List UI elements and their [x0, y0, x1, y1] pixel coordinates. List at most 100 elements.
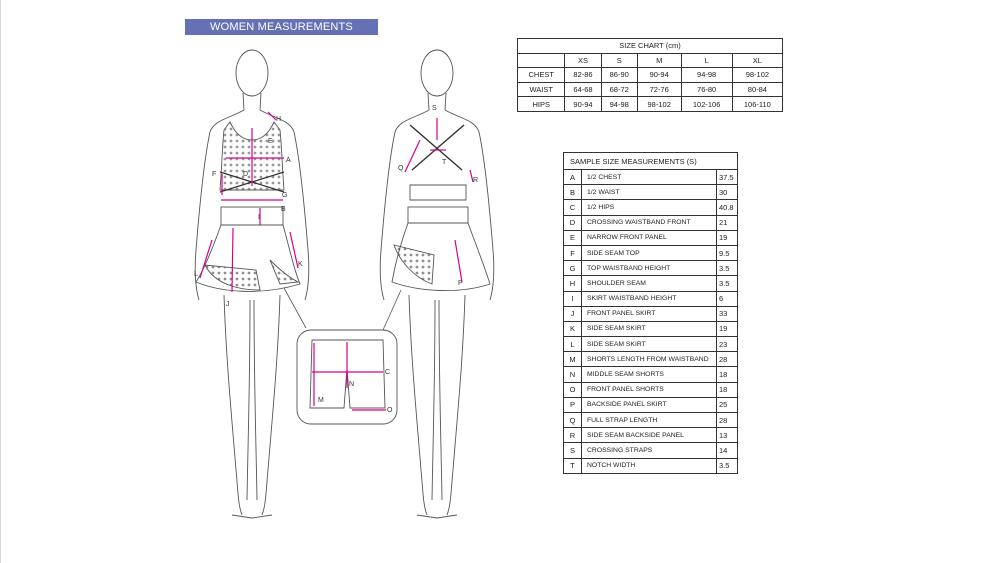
measure-name: CROSSING STRAPS: [581, 442, 717, 459]
measure-value: 19: [716, 229, 738, 246]
measure-letter: E: [563, 229, 582, 246]
svg-text:A: A: [286, 157, 291, 164]
measure-value: 18: [716, 381, 738, 398]
measure-letter: O: [563, 381, 582, 398]
measure-name: CROSSING WAISTBAND FRONT: [581, 214, 717, 231]
table-cell: 68-72: [600, 81, 638, 98]
measure-value: 23: [716, 336, 738, 353]
table-cell: 94-98: [680, 67, 733, 83]
measure-name: FRONT PANEL SKIRT: [581, 305, 717, 322]
measure-name: SHOULDER SEAM: [581, 275, 717, 292]
measure-letter: I: [563, 290, 582, 307]
table-row: WAIST 64-68 68-72 72-76 76-80 80-84: [516, 81, 784, 98]
measure-letter: S: [563, 442, 582, 459]
size-header: XL: [731, 52, 784, 69]
size-header: S: [600, 52, 638, 69]
table-cell: 90-94: [636, 67, 682, 83]
svg-text:E: E: [268, 138, 273, 145]
measure-letter: R: [563, 427, 582, 444]
table-cell: 76-80: [680, 81, 733, 98]
measure-letter: N: [563, 366, 582, 383]
measure-name: 1/2 CHEST: [581, 168, 717, 186]
measure-name: SIDE SEAM BACKSIDE PANEL: [581, 427, 717, 444]
measure-letter: T: [563, 457, 582, 474]
measure-letter: Q: [563, 411, 582, 429]
row-label: WAIST: [516, 81, 566, 98]
svg-text:L: L: [194, 271, 198, 278]
table-cell: 80-84: [731, 81, 784, 98]
front-measure-lines: [199, 111, 299, 293]
svg-text:F: F: [212, 171, 216, 178]
measure-value: 3.5: [716, 275, 738, 292]
measure-value: 28: [716, 411, 738, 429]
table-cell: 94-98: [600, 96, 638, 112]
svg-text:D: D: [243, 171, 248, 178]
measure-letter: F: [563, 244, 582, 262]
page-title: WOMEN MEASUREMENTS: [185, 19, 378, 35]
measure-name: TOP WAISTBAND HEIGHT: [581, 260, 717, 277]
measure-letter: J: [563, 305, 582, 322]
sample-table-caption: SAMPLE SIZE MEASUREMENTS (S): [563, 152, 738, 170]
empty-corner-cell: [516, 52, 566, 69]
row-label: HIPS: [516, 96, 566, 112]
back-figure: [379, 49, 495, 519]
front-measure-labels: H E A F D G B I J K L: [194, 116, 303, 308]
table-cell: 98-102: [731, 67, 784, 83]
measure-value: 33: [716, 305, 738, 322]
measure-value: 21: [716, 214, 738, 231]
measure-letter: D: [563, 214, 582, 231]
back-measure-lines: [404, 118, 474, 283]
measure-name: SIDE SEAM TOP: [581, 244, 717, 262]
row-label: CHEST: [516, 67, 566, 83]
table-cell: 86-90: [600, 67, 638, 83]
size-header-row: XS S M L XL: [516, 52, 784, 69]
measure-name: NARROW FRONT PANEL: [581, 229, 717, 246]
table-cell: 82-86: [564, 67, 602, 83]
measure-name: 1/2 WAIST: [581, 184, 717, 201]
table-cell: 102-106: [680, 96, 733, 112]
measure-name: SKIRT WAISTBAND HEIGHT: [581, 290, 717, 307]
svg-text:B: B: [281, 206, 286, 213]
measure-value: 18: [716, 366, 738, 383]
measure-name: FRONT PANEL SHORTS: [581, 381, 717, 398]
measure-name: SIDE SEAM SKIRT: [581, 320, 717, 338]
svg-text:K: K: [298, 261, 303, 268]
measure-name: SIDE SEAM SKIRT: [581, 336, 717, 353]
measure-value: 37.5: [716, 168, 738, 186]
measure-value: 30: [716, 184, 738, 201]
measure-letter: C: [563, 199, 582, 216]
measure-value: 14: [716, 442, 738, 459]
svg-text:O: O: [387, 407, 393, 414]
size-header: L: [680, 52, 733, 69]
measure-letter: G: [563, 260, 582, 277]
svg-text:J: J: [226, 301, 230, 308]
svg-text:Q: Q: [398, 165, 404, 172]
measure-value: 6: [716, 290, 738, 307]
measure-name: BACKSIDE PANEL SKIRT: [581, 396, 717, 414]
svg-text:R: R: [473, 177, 478, 184]
measure-name: SHORTS LENGTH FROM WAISTBAND: [581, 351, 717, 368]
measure-name: MIDDLE SEAM SHORTS: [581, 366, 717, 383]
measure-letter: M: [563, 351, 582, 368]
size-header: M: [636, 52, 682, 69]
table-cell: 106-110: [731, 96, 784, 112]
size-chart-caption: SIZE CHART (cm): [517, 38, 783, 54]
measure-name: 1/2 HIPS: [581, 199, 717, 216]
